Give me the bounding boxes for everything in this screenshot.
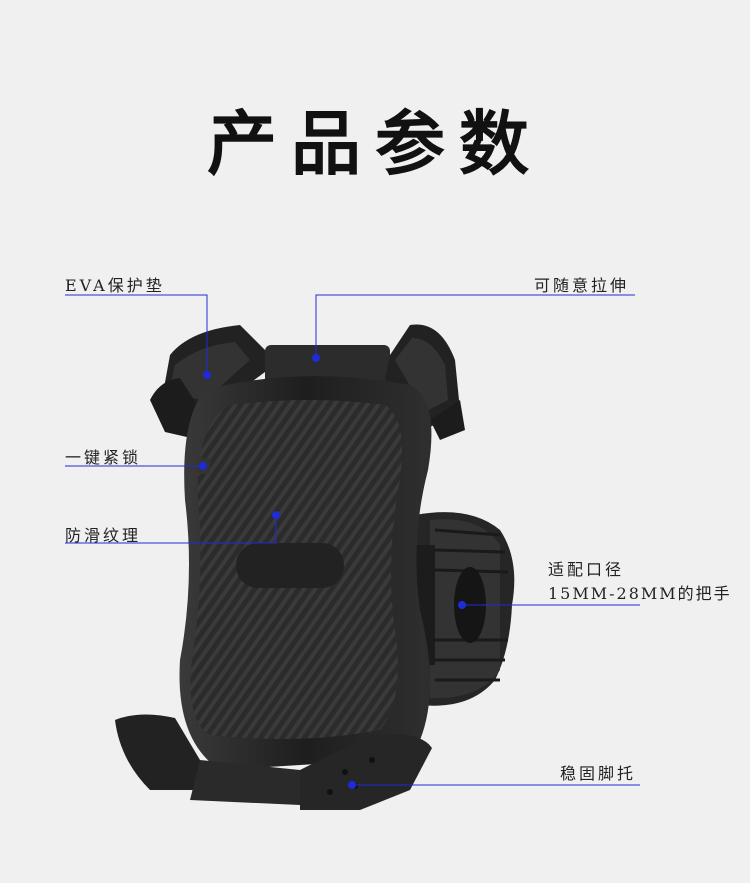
page-title: 产品参数: [207, 103, 543, 185]
callout-stable-base: 稳固脚托: [560, 764, 637, 783]
callout-eva-pad: EVA保护垫: [65, 276, 165, 295]
top-clamp: [150, 324, 465, 440]
callout-lines: [65, 294, 640, 786]
callout-stretch: 可随意拉伸: [534, 276, 630, 295]
callout-dots: [199, 354, 466, 789]
callout-fit-line1: 适配口径: [548, 560, 625, 579]
callout-one-key-lock: 一键紧锁: [65, 448, 142, 467]
callout-anti-slip: 防滑纹理: [65, 526, 142, 545]
bottom-foot: [115, 714, 432, 810]
callout-fit-line2: 15MM-28MM的把手: [548, 584, 732, 603]
